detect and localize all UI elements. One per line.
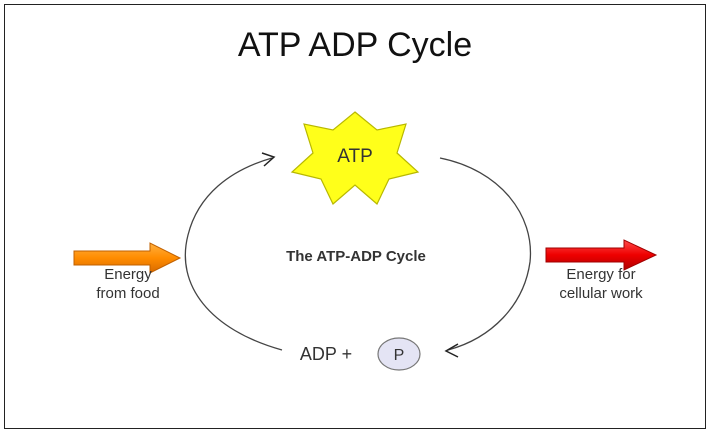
atp-star xyxy=(290,111,420,205)
energy-output-label-line1: Energy for xyxy=(566,266,635,283)
adp-label: ADP + xyxy=(300,344,352,364)
phosphate-label: P xyxy=(394,347,405,364)
energy-output-label-line2: cellular work xyxy=(559,285,643,302)
left-arc-arrowhead xyxy=(261,152,276,167)
energy-input-label-line2: from food xyxy=(96,285,159,302)
energy-input-arrow xyxy=(73,242,182,274)
energy-output-arrow xyxy=(545,239,658,271)
slide-title: ATP ADP Cycle xyxy=(237,26,473,64)
right-arc-arrowhead xyxy=(444,343,459,358)
left-cycle-arc xyxy=(184,157,283,351)
atp-label: ATP xyxy=(337,146,373,167)
energy-input-label-line1: Energy xyxy=(104,266,152,283)
slide-frame xyxy=(4,4,706,429)
right-cycle-arc xyxy=(439,157,532,351)
center-label: The ATP-ADP Cycle xyxy=(286,248,426,265)
phosphate-circle xyxy=(377,337,421,371)
